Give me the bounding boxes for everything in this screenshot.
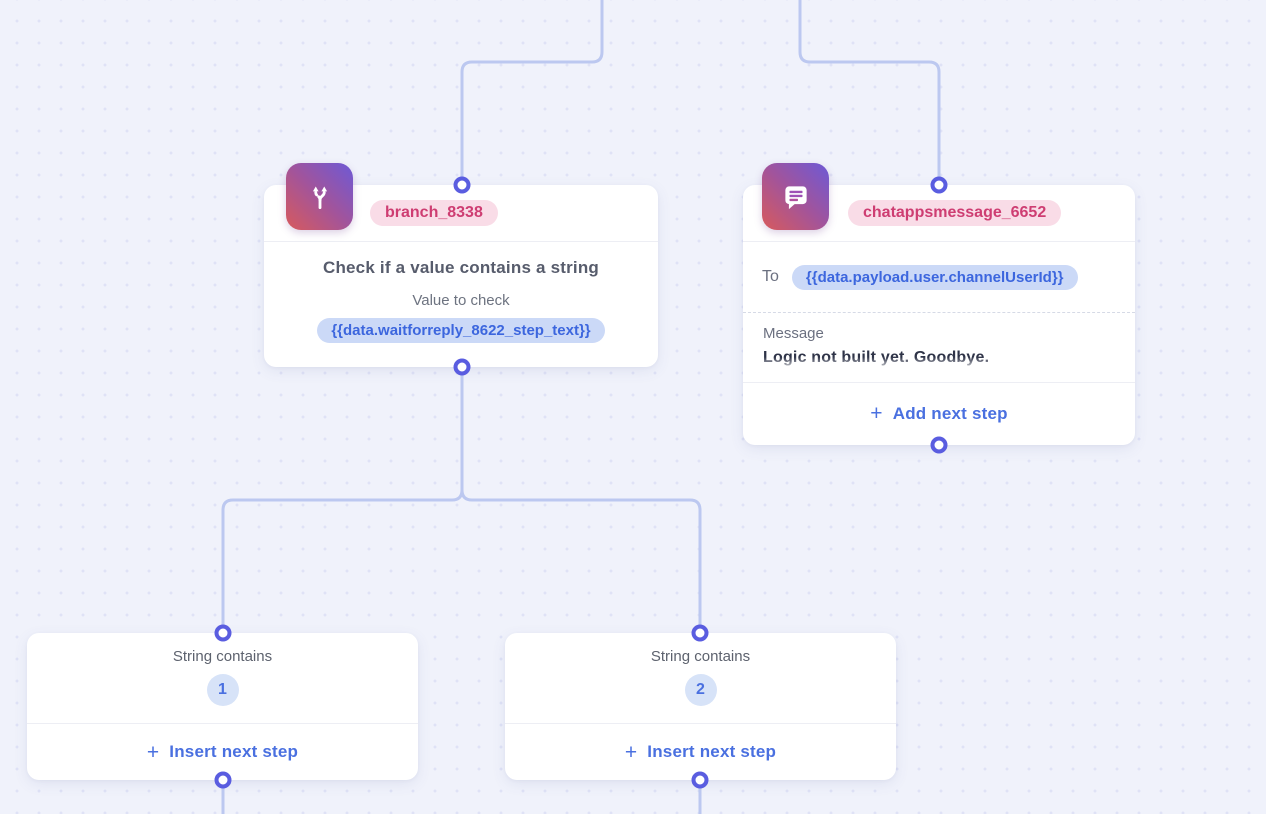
connector-dot-condition-2-output[interactable] (691, 771, 709, 789)
branch-node-body: Check if a value contains a string Value… (264, 242, 658, 343)
connector-dot-branch-input[interactable] (453, 176, 471, 194)
connector-dot-chat-input[interactable] (930, 176, 948, 194)
string-contains-node-2[interactable]: String contains 2 + Insert next step (505, 633, 896, 780)
string-contains-body-2: String contains 2 (505, 633, 896, 723)
chat-message-node-badge: chatappsmessage_6652 (848, 200, 1062, 226)
plus-icon: + (146, 740, 160, 764)
chat-message-node-card[interactable]: chatappsmessage_6652 To {{data.payload.u… (743, 163, 1135, 445)
insert-next-step-label: Insert next step (647, 742, 777, 761)
connector-dot-condition-1-input[interactable] (214, 624, 232, 642)
edge-into-branch-node (460, 0, 604, 185)
insert-next-step-button-2[interactable]: + Insert next step (505, 723, 896, 780)
branch-node-title: Check if a value contains a string (322, 258, 600, 277)
string-contains-node-1[interactable]: String contains 1 + Insert next step (27, 633, 418, 780)
plus-icon: + (870, 402, 883, 425)
edge-into-chat-message-node (798, 0, 941, 185)
condition-title: String contains (172, 648, 273, 665)
branch-node-card[interactable]: branch_8338 Check if a value contains a … (264, 163, 658, 367)
value-to-check-variable-pill[interactable]: {{data.waitforreply_8622_step_text}} (317, 318, 605, 343)
branch-icon (286, 163, 353, 230)
string-contains-body-1: String contains 1 (27, 633, 418, 723)
connector-dot-condition-1-output[interactable] (214, 771, 232, 789)
insert-next-step-label: Insert next step (169, 742, 299, 761)
insert-next-step-button-1[interactable]: + Insert next step (27, 723, 418, 780)
chat-message-icon (762, 163, 829, 230)
message-row: Message Logic not built yet. Goodbye. (743, 313, 1135, 383)
to-variable-pill[interactable]: {{data.payload.user.channelUserId}} (791, 264, 1078, 290)
add-next-step-button[interactable]: + Add next step (743, 383, 1135, 444)
condition-number-badge: 1 (206, 674, 239, 706)
branch-node-badge: branch_8338 (370, 200, 498, 226)
message-label: Message (763, 325, 824, 342)
value-to-check-label: Value to check (412, 292, 510, 309)
edge-branch-to-condition-2 (460, 367, 702, 633)
condition-title: String contains (650, 648, 751, 665)
connector-dot-chat-output[interactable] (930, 436, 948, 454)
add-next-step-label: Add next step (892, 403, 1008, 423)
to-row: To {{data.payload.user.channelUserId}} (743, 242, 1135, 313)
edge-branch-to-condition-1 (221, 367, 464, 633)
condition-number-badge: 2 (684, 674, 717, 706)
chat-message-node-header: chatappsmessage_6652 (743, 163, 1135, 242)
branch-node-header: branch_8338 (264, 163, 658, 242)
message-text: Logic not built yet. Goodbye. (763, 349, 1115, 372)
connector-dot-condition-2-input[interactable] (691, 624, 709, 642)
connector-dot-branch-output[interactable] (453, 358, 471, 376)
plus-icon: + (624, 740, 638, 764)
to-label: To (762, 268, 779, 285)
